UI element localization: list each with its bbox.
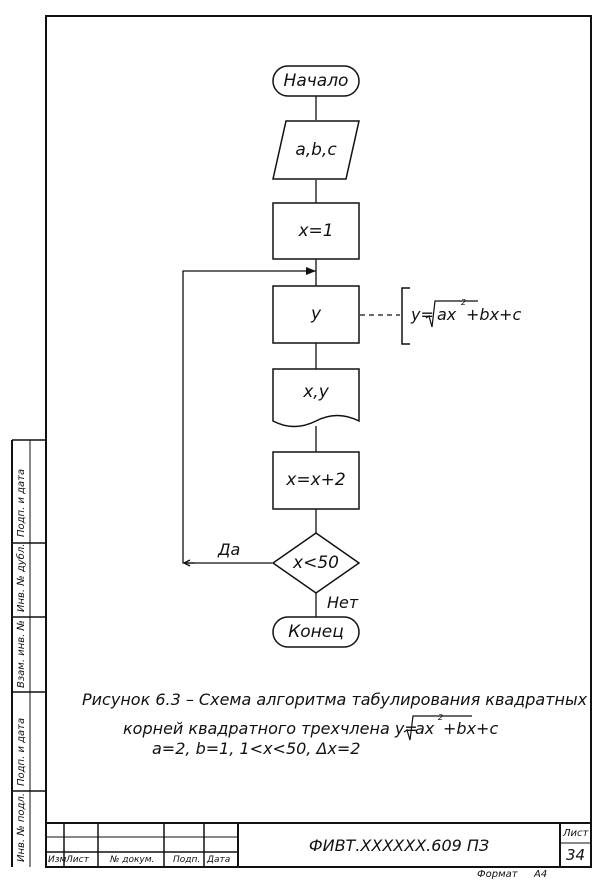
output-label: x,y — [303, 382, 329, 402]
format-value: А4 — [534, 869, 548, 880]
end-label: Конец — [288, 622, 344, 642]
increment-label: x=x+2 — [286, 470, 346, 490]
annotation-exponent: 2 — [461, 298, 467, 307]
caption-line-2-rest: +bx+c — [443, 719, 499, 738]
output-document — [272, 368, 360, 428]
start-label: Начало — [283, 71, 349, 91]
document-designation: ФИВТ.XXXXXX.609 ПЗ — [308, 836, 490, 855]
init-process — [272, 202, 360, 260]
header-date: Дата — [207, 855, 231, 865]
header-list: Лист — [66, 855, 89, 865]
end-terminator — [272, 616, 360, 648]
condition-decision — [271, 532, 361, 594]
annotation-prefix: y= — [411, 305, 434, 324]
input-parallelogram — [272, 120, 360, 180]
caption-line-2-prefix: корней квадратного трехчлена y= — [123, 719, 418, 738]
annotation-radicand: ax — [437, 305, 457, 324]
sheet-label: Лист — [563, 828, 589, 839]
side-label-4: Подп. и дата — [16, 717, 27, 786]
annotation-sqrt — [425, 300, 478, 328]
caption-line-2-radicand: ax — [415, 719, 435, 738]
side-label-5: Инв. № подл. — [16, 793, 27, 862]
compute-label: y — [310, 304, 322, 324]
page-frame — [45, 15, 592, 868]
yes-arrow — [182, 559, 191, 567]
header-izm: Изм — [48, 855, 67, 865]
header-signature: Подп. — [173, 855, 201, 865]
annotation-bracket — [401, 287, 410, 345]
side-label-2: Инв. № дубл. — [16, 543, 27, 612]
side-label-1: Подп. и дата — [16, 468, 27, 537]
caption-line-3: a=2, b=1, 1<x<50, Δx=2 — [152, 739, 361, 758]
yes-label: Да — [218, 540, 241, 559]
input-label: a,b,c — [295, 140, 337, 160]
annotation-rest: +bx+c — [466, 305, 522, 324]
header-doc-number: № докум. — [110, 855, 155, 865]
compute-process — [272, 285, 360, 344]
caption-line-1: Рисунок 6.3 – Схема алгоритма табулирова… — [82, 690, 588, 709]
caption-sqrt — [403, 715, 472, 741]
no-label: Нет — [327, 593, 359, 612]
caption-line-2-exponent: 2 — [438, 713, 444, 722]
connectors — [182, 96, 317, 617]
sheet-number: 34 — [565, 846, 586, 864]
loop-arrow — [306, 267, 316, 275]
increment-process — [272, 451, 360, 510]
start-terminator — [272, 65, 360, 97]
side-label-3: Взам. инв. № — [16, 620, 27, 688]
condition-label: x<50 — [293, 553, 339, 573]
init-label: x=1 — [298, 221, 334, 241]
format-label: Формат — [477, 869, 518, 880]
